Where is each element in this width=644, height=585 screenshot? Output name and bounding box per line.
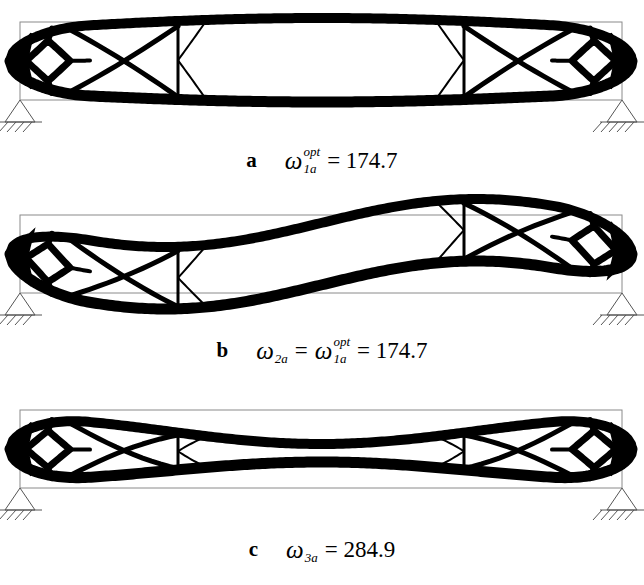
optimized-beam xyxy=(0,410,644,520)
panel-letter: a xyxy=(246,150,257,171)
panel-letter: c xyxy=(249,539,258,560)
pin-support xyxy=(0,100,42,132)
value-text: = 284.9 xyxy=(325,538,395,561)
script-stack: ​2a xyxy=(275,335,288,365)
formula-part: b xyxy=(216,340,256,361)
pin-support xyxy=(0,488,42,520)
formula-part: = 174.7 xyxy=(320,149,397,172)
caption-row: a ωopt 1a = 174.7 xyxy=(0,145,644,175)
panel-letter: b xyxy=(216,340,228,361)
formula-part: = 174.7 xyxy=(350,339,427,362)
formula-part: ωopt 1a xyxy=(315,335,350,365)
formula-part: c xyxy=(249,539,286,560)
omega-symbol: ω xyxy=(256,338,274,363)
caption-row: c ω​3a = 284.9 xyxy=(0,534,644,564)
script-stack: opt 1a xyxy=(333,335,350,365)
subscript: 2a xyxy=(275,352,288,365)
subscript: 3a xyxy=(305,551,318,564)
pin-support xyxy=(593,293,644,325)
omega-symbol: ω xyxy=(285,148,303,173)
superscript: opt xyxy=(304,145,321,158)
formula-part: a xyxy=(246,150,285,171)
pin-support xyxy=(593,100,644,132)
optimized-beam xyxy=(0,18,644,132)
omega-symbol: ω xyxy=(286,537,304,562)
pin-support xyxy=(0,293,42,325)
value-text: = 174.7 xyxy=(327,149,397,172)
script-stack: ​3a xyxy=(305,534,318,564)
value-text: = xyxy=(295,339,308,362)
formula-part: ω​2a xyxy=(256,335,288,365)
omega-symbol: ω xyxy=(315,338,333,363)
value-text: = 174.7 xyxy=(357,339,427,362)
optimized-beam xyxy=(0,199,644,325)
formula-part: ω​3a xyxy=(286,534,318,564)
formula-part: = 284.9 xyxy=(318,538,395,561)
pin-support xyxy=(593,488,644,520)
superscript: opt xyxy=(333,335,350,348)
subscript: 1a xyxy=(304,162,321,175)
script-stack: opt 1a xyxy=(304,145,321,175)
caption-row: bω​2a=ωopt1a= 174.7 xyxy=(0,335,644,365)
subscript: 1a xyxy=(333,352,350,365)
formula-part: = xyxy=(288,339,308,362)
design-domain xyxy=(20,22,622,100)
formula-part: ωopt 1a xyxy=(285,145,320,175)
